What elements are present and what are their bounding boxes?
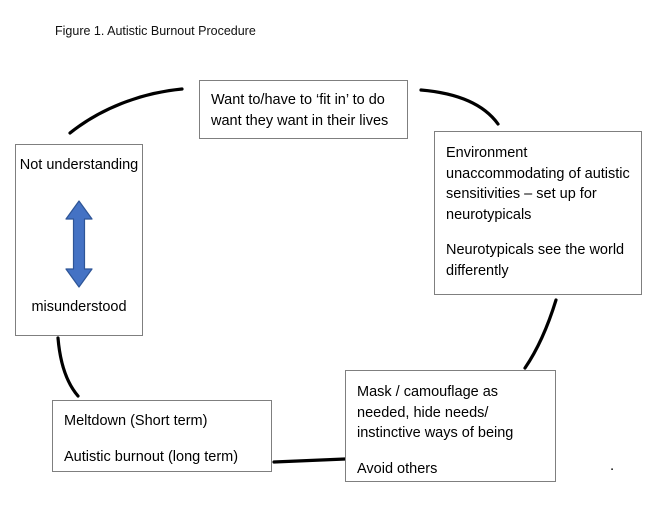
node-label-not-understanding: Not understanding — [19, 157, 139, 173]
connector-fit-in-to-environment — [419, 88, 500, 126]
node-text-line-1: Want to/have to ‘fit in’ to do — [211, 92, 385, 108]
node-want-to-fit-in[interactable]: Want to/have to ‘fit in’ to do want they… — [199, 80, 408, 139]
connector-environment-to-mask — [523, 298, 558, 370]
node-environment-unaccommodating[interactable]: Environment unaccommodating of autistic … — [434, 131, 642, 295]
node-paragraph-2: Autistic burnout (long term) — [64, 448, 239, 465]
node-text-line-2: want they want in their lives — [211, 112, 389, 129]
node-paragraph-2: Neurotypicals see the world differently — [446, 242, 625, 279]
node-paragraph-2: Avoid others — [357, 460, 438, 477]
node-paragraph-1: Environment unaccommodating of autistic … — [446, 145, 630, 223]
node-mask-camouflage[interactable]: Mask / camouflage as needed, hide needs/… — [345, 370, 556, 482]
node-paragraph-1: Mask / camouflage as needed, hide needs/… — [357, 384, 514, 442]
connector-not-understanding-to-fit-in — [68, 87, 184, 135]
double-headed-vertical-arrow-icon — [65, 200, 93, 288]
node-not-understanding-misunderstood[interactable]: Not understanding misunderstood — [15, 144, 143, 336]
trailing-period-mark: . — [610, 457, 615, 474]
figure-caption: Figure 1. Autistic Burnout Procedure — [55, 24, 256, 38]
node-label-misunderstood: misunderstood — [31, 299, 127, 315]
node-meltdown-burnout[interactable]: Meltdown (Short term) Autistic burnout (… — [52, 400, 272, 472]
connector-mask-to-meltdown — [272, 457, 347, 464]
connector-meltdown-to-not-understanding — [56, 336, 80, 398]
node-paragraph-1: Meltdown (Short term) — [64, 413, 208, 429]
